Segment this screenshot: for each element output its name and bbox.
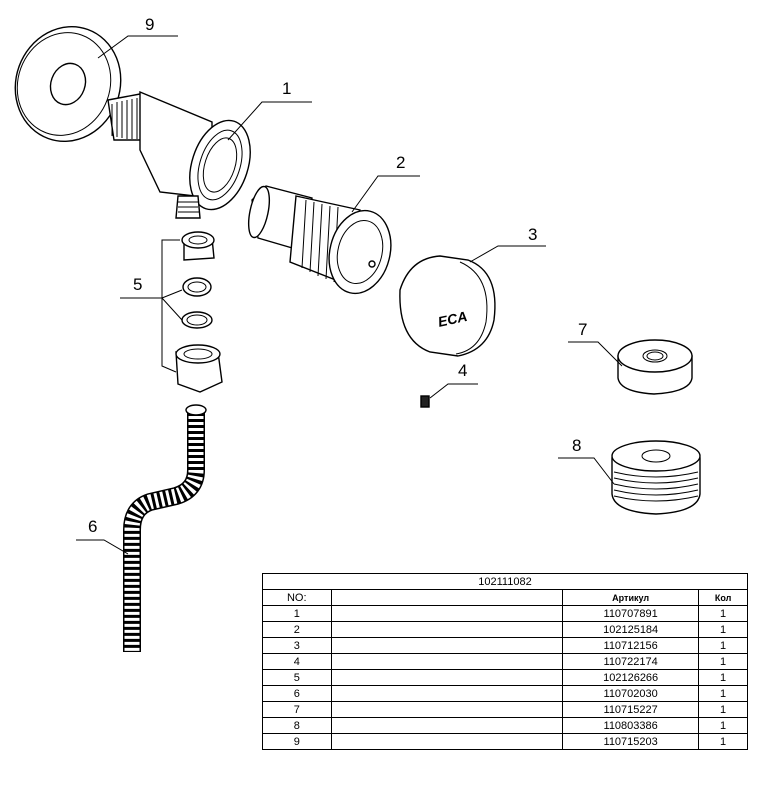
row-article: 110707891 — [562, 605, 700, 622]
callout-6: 6 — [88, 517, 97, 536]
part-3-cap: ECA — [399, 255, 496, 357]
row-article: 110722174 — [562, 653, 700, 670]
callout-3: 3 — [528, 225, 537, 244]
row-qty: 1 — [698, 669, 748, 686]
callout-8: 8 — [572, 436, 581, 455]
row-no: 5 — [262, 669, 332, 686]
row-article: 110803386 — [562, 717, 700, 734]
row-qty: 1 — [698, 637, 748, 654]
row-description — [330, 605, 564, 622]
row-no: 8 — [262, 717, 332, 734]
row-no: 4 — [262, 653, 332, 670]
row-article: 102125184 — [562, 621, 700, 638]
row-no: 2 — [262, 621, 332, 638]
header-article: Артикул — [562, 589, 700, 606]
row-article: 110715227 — [562, 701, 700, 718]
row-qty: 1 — [698, 653, 748, 670]
row-description — [330, 717, 564, 734]
assembly-number: 102111082 — [262, 573, 748, 590]
row-description — [330, 685, 564, 702]
row-no: 3 — [262, 637, 332, 654]
leader-4 — [429, 383, 478, 399]
row-qty: 1 — [698, 733, 748, 750]
leader-7 — [568, 341, 623, 367]
callout-2: 2 — [396, 153, 405, 172]
row-description — [330, 701, 564, 718]
row-description — [330, 669, 564, 686]
row-description — [330, 621, 564, 638]
row-qty: 1 — [698, 685, 748, 702]
leader-3 — [469, 245, 546, 263]
callout-1: 1 — [282, 79, 291, 98]
leader-1 — [227, 101, 312, 141]
part-5-fitting-set — [175, 231, 223, 393]
row-description — [330, 637, 564, 654]
part-2-cartridge — [247, 185, 392, 295]
row-no: 7 — [262, 701, 332, 718]
row-article: 110715203 — [562, 733, 700, 750]
row-qty: 1 — [698, 605, 748, 622]
part-7-rosette — [617, 339, 693, 395]
leader-2 — [351, 175, 420, 213]
row-article: 110712156 — [562, 637, 700, 654]
header-qty: Кол — [698, 589, 748, 606]
callout-4: 4 — [458, 361, 467, 380]
callout-5: 5 — [133, 275, 142, 294]
leader-6 — [76, 539, 129, 555]
leader-9 — [97, 35, 178, 59]
table-header-row: NO: Артикул Кол — [262, 589, 748, 606]
row-no: 1 — [262, 605, 332, 622]
header-no: NO: — [262, 589, 332, 606]
cap-logo: ECA — [436, 308, 468, 330]
leader-8 — [558, 457, 615, 485]
header-description — [330, 589, 564, 606]
leader-5 — [120, 239, 183, 373]
table-title-row: 102111082 — [262, 573, 748, 590]
row-no: 6 — [262, 685, 332, 702]
row-qty: 1 — [698, 717, 748, 734]
part-8-bushing — [611, 440, 701, 515]
row-description — [330, 653, 564, 670]
callout-7: 7 — [578, 320, 587, 339]
callout-9: 9 — [145, 15, 154, 34]
row-description — [330, 733, 564, 750]
part-1-valve-body — [107, 90, 251, 219]
row-no: 9 — [262, 733, 332, 750]
part-6-flexible-hose — [123, 404, 207, 652]
row-article: 102126266 — [562, 669, 700, 686]
row-qty: 1 — [698, 701, 748, 718]
part-4-set-screw — [420, 395, 430, 408]
row-qty: 1 — [698, 621, 748, 638]
row-article: 110702030 — [562, 685, 700, 702]
